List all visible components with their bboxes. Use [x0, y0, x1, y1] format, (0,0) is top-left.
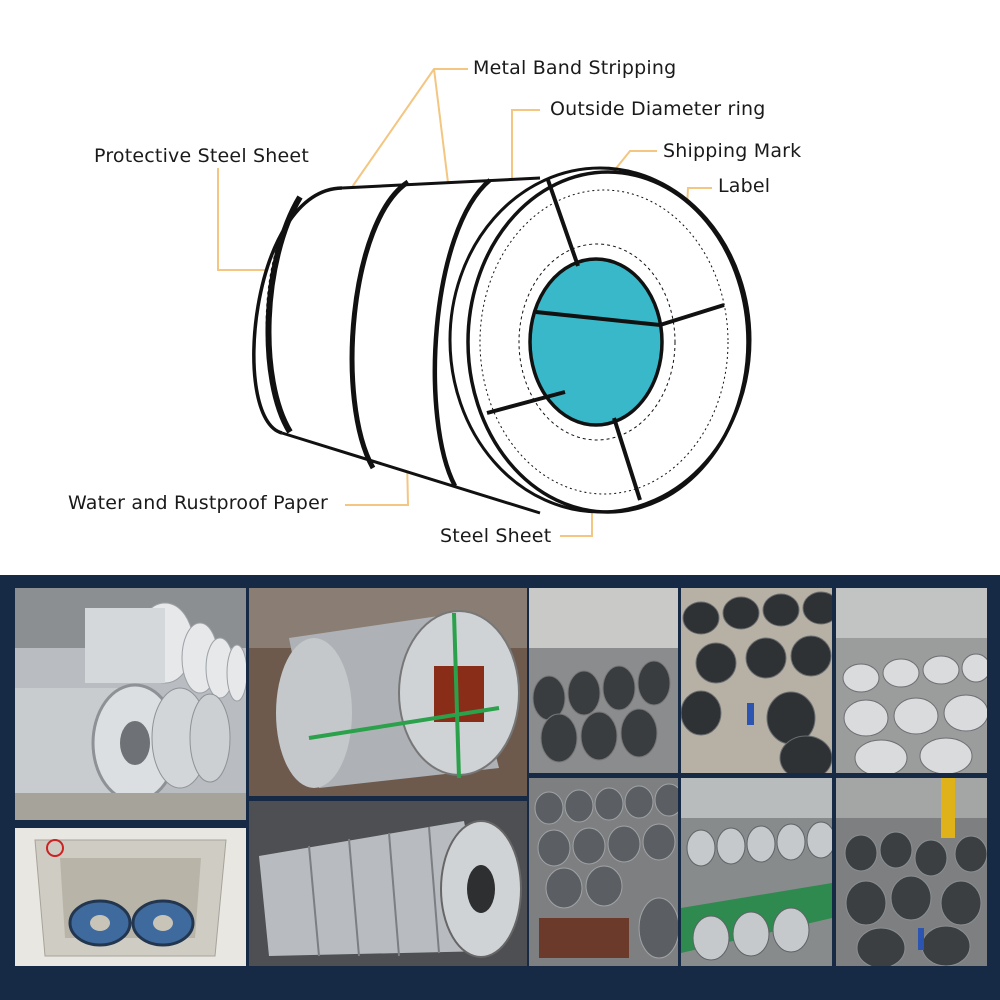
photo-coil-yard-rows [529, 588, 678, 773]
photo-galvanized-coils-warehouse [15, 588, 246, 820]
product-photo-gallery [0, 575, 1000, 1000]
coil-body [252, 176, 541, 515]
label-shipping-mark: Shipping Mark [663, 140, 802, 162]
photo-black-coils-worker [681, 588, 832, 773]
photo-coil-rows-green-floor [681, 778, 832, 966]
coil-front-face [448, 166, 752, 514]
photo-steel-coil-strapped-closeup [249, 588, 527, 796]
photo-coils-in-container [15, 828, 246, 966]
coil-packing-diagram: Metal Band Stripping Outside Diameter ri… [68, 57, 802, 547]
coil-illustration [217, 68, 752, 537]
label-outside-diameter-ring: Outside Diameter ring [550, 98, 766, 120]
label-metal-band-stripping: Metal Band Stripping [473, 57, 677, 79]
leader-outside-ring [511, 109, 540, 188]
photo-coil-stacks-rail [529, 778, 678, 966]
leader-metal-band-1 [349, 68, 468, 191]
photo-coil-yard-crane [836, 778, 987, 966]
photo-slit-steel-coil [249, 801, 527, 966]
label-label: Label [718, 175, 771, 197]
photo-coil-warehouse-gantry [836, 588, 987, 773]
label-steel-sheet: Steel Sheet [440, 525, 552, 547]
steel-core [528, 257, 664, 427]
label-protective-steel-sheet: Protective Steel Sheet [94, 145, 309, 167]
label-water-rustproof-paper: Water and Rustproof Paper [68, 492, 328, 514]
